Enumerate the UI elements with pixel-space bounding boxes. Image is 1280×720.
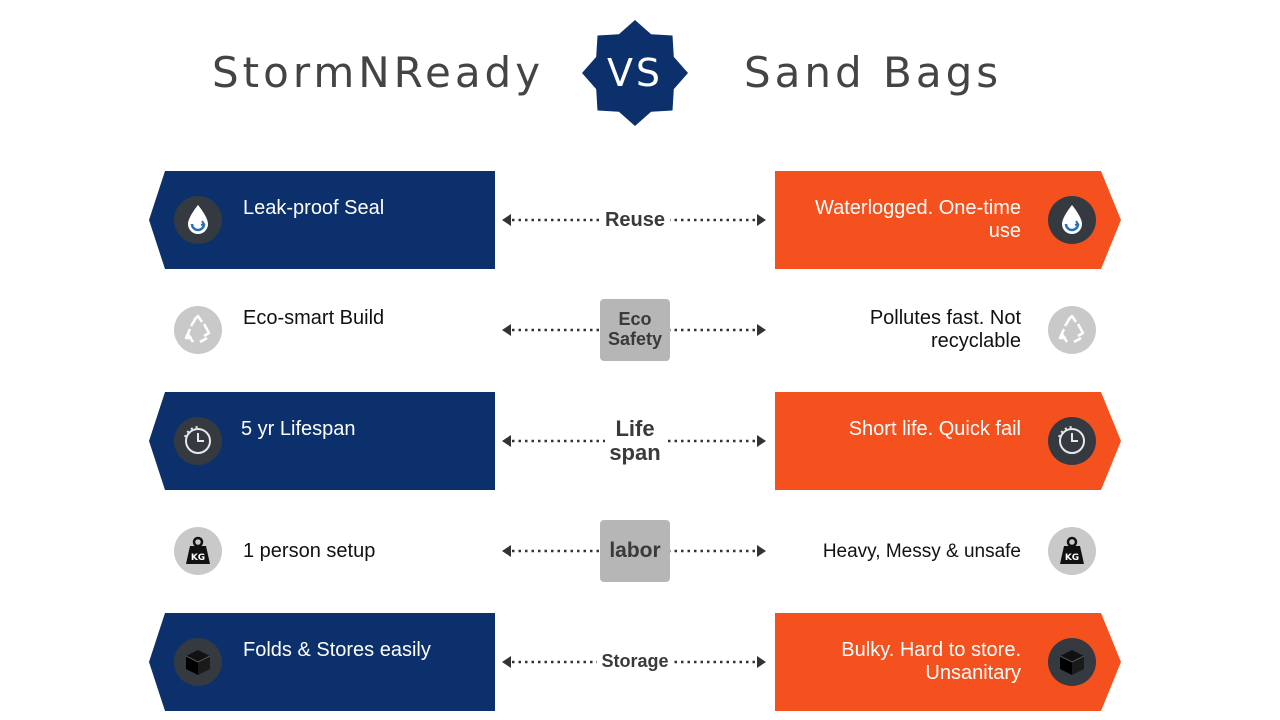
right-text-reuse: Waterlogged. One-time use xyxy=(814,197,1021,242)
comparison-row-life-span: 5 yr Lifespan Life span Short life. Quic… xyxy=(0,392,1280,490)
right-panel-life-span: Short life. Quick fail xyxy=(775,392,1121,490)
row-label-storage: Storage xyxy=(597,643,673,681)
row-label-eco-safety: Eco Safety xyxy=(600,299,670,361)
right-panel-storage: Bulky. Hard to store. Unsanitary xyxy=(775,613,1121,711)
water-drop-recycle-icon xyxy=(1048,196,1096,244)
comparison-row-labor: KG 1 person setup labor Heavy, Messy & u… xyxy=(0,502,1280,600)
left-panel-life-span: 5 yr Lifespan xyxy=(149,392,495,490)
row-label-reuse: Reuse xyxy=(600,201,670,239)
right-panel-reuse: Waterlogged. One-time use xyxy=(775,171,1121,269)
right-panel-eco-safety: Pollutes fast. Not recyclable xyxy=(775,281,1121,379)
double-arrow-connector xyxy=(502,214,766,226)
recycle-icon xyxy=(1048,306,1096,354)
left-text-eco-safety: Eco-smart Build xyxy=(243,307,385,329)
svg-text:KG: KG xyxy=(1065,553,1079,563)
left-text-storage: Folds & Stores easily xyxy=(243,639,431,661)
recycle-icon xyxy=(174,306,222,354)
water-drop-recycle-icon xyxy=(174,196,222,244)
right-text-life-span: Short life. Quick fail xyxy=(848,418,1021,440)
svg-text:KG: KG xyxy=(191,553,205,563)
left-text-reuse: Leak-proof Seal xyxy=(243,197,385,219)
right-brand-title: Sand Bags xyxy=(744,48,1003,97)
left-panel-eco-safety: Eco-smart Build xyxy=(149,281,495,379)
comparison-row-storage: Folds & Stores easily Storage Bulky. Har… xyxy=(0,613,1280,711)
row-label-life-span: Life span xyxy=(605,412,665,470)
right-text-labor: Heavy, Messy & unsafe xyxy=(822,541,1021,562)
double-arrow-connector xyxy=(502,324,766,336)
left-text-labor: 1 person setup xyxy=(243,540,376,562)
star-badge-icon xyxy=(582,20,688,126)
row-label-labor: labor xyxy=(600,520,670,582)
right-text-storage: Bulky. Hard to store. Unsanitary xyxy=(841,639,1021,684)
comparison-row-eco-safety: Eco-smart Build Eco Safety Pollutes fast… xyxy=(0,281,1280,379)
vs-badge: VS xyxy=(582,20,688,126)
double-arrow-connector xyxy=(502,656,766,668)
double-arrow-connector xyxy=(502,435,766,447)
double-arrow-connector xyxy=(502,545,766,557)
kg-weight-icon: KG xyxy=(174,527,222,575)
left-panel-reuse: Leak-proof Seal xyxy=(149,171,495,269)
left-panel-labor: KG 1 person setup xyxy=(149,502,495,600)
box-icon xyxy=(174,638,222,686)
box-icon xyxy=(1048,638,1096,686)
right-text-eco-safety: Pollutes fast. Not recyclable xyxy=(869,307,1021,352)
kg-weight-icon: KG xyxy=(1048,527,1096,575)
vs-label: VS xyxy=(606,51,664,95)
left-text-life-span: 5 yr Lifespan xyxy=(241,418,356,440)
left-brand-title: StormNReady xyxy=(212,48,545,97)
clock-history-icon xyxy=(174,417,222,465)
right-panel-labor: Heavy, Messy & unsafe KG xyxy=(775,502,1121,600)
left-panel-storage: Folds & Stores easily xyxy=(149,613,495,711)
clock-history-icon xyxy=(1048,417,1096,465)
comparison-row-reuse: Leak-proof Seal Reuse Waterlogged. One-t… xyxy=(0,171,1280,269)
